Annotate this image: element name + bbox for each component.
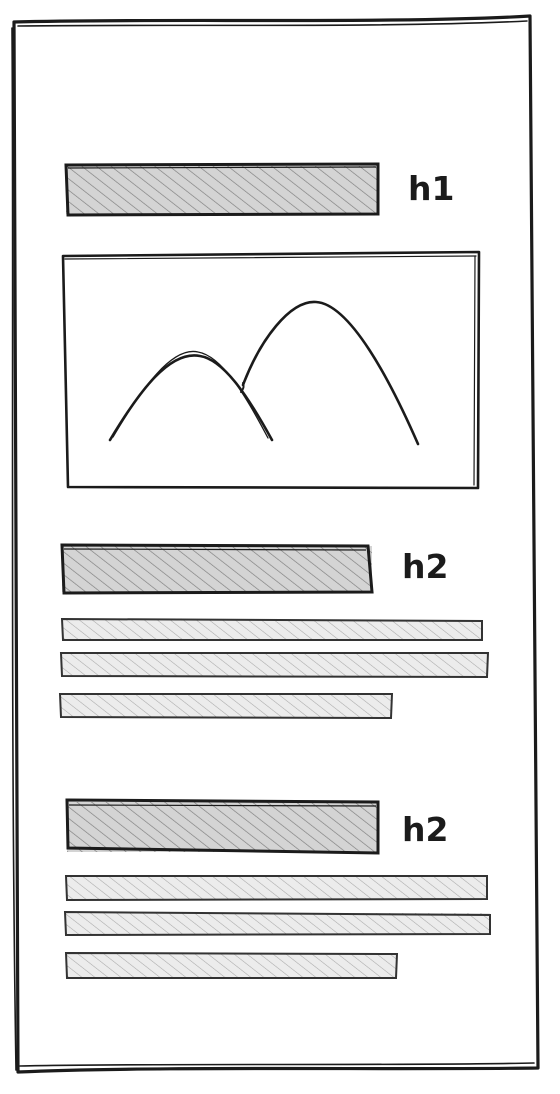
- text-line: [58, 693, 394, 720]
- text-line: [64, 875, 488, 902]
- text-line: [59, 652, 490, 679]
- text-line: [64, 951, 399, 979]
- h2-label-second: h2: [402, 810, 449, 849]
- heading-bar-h2-first: [60, 543, 374, 595]
- heading-bar-h1: [64, 162, 380, 217]
- page-frame: [11, 14, 540, 1074]
- h2-label-first: h2: [402, 547, 449, 586]
- image-placeholder: [61, 250, 481, 490]
- h1-label: h1: [408, 169, 455, 208]
- mountain-icon: [108, 300, 420, 446]
- text-line: [60, 617, 483, 641]
- heading-bar-h2-second: [65, 798, 380, 855]
- text-line: [63, 910, 491, 937]
